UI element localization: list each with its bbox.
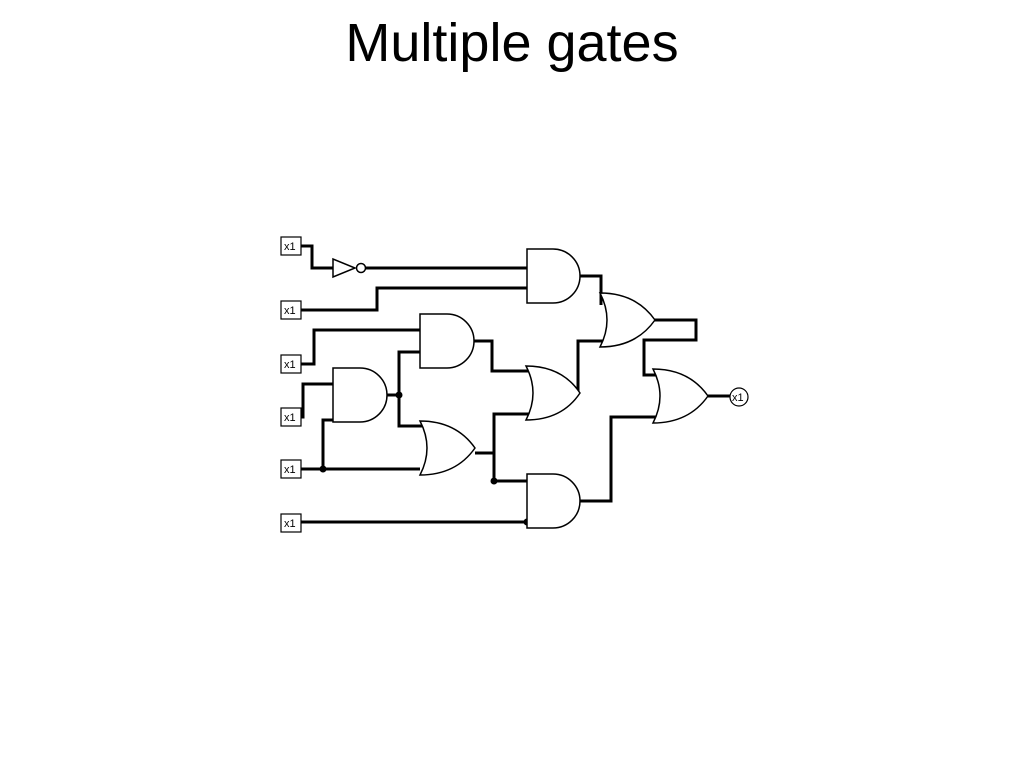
input-6: x1 xyxy=(280,513,302,533)
input-5-label: x1 xyxy=(284,464,296,476)
and-gate-2-icon xyxy=(419,313,475,369)
and-gate-1-icon xyxy=(332,367,388,423)
wire-and1-or1 xyxy=(397,395,422,428)
wire-in2-and4 xyxy=(301,286,527,312)
or-gate-4-icon xyxy=(651,368,709,424)
wire-or2-or3 xyxy=(576,339,603,393)
not-gate-icon xyxy=(332,257,367,279)
wire-and2-or2 xyxy=(474,339,530,373)
wire-and4-or3 xyxy=(580,274,603,305)
input-1-label: x1 xyxy=(284,241,296,253)
input-3: x1 xyxy=(280,354,302,374)
and-gate-4-icon xyxy=(526,248,581,304)
or-gate-1-icon xyxy=(418,420,476,476)
junction-dot xyxy=(319,465,327,473)
wire-in5-and1 xyxy=(321,418,333,469)
wire-in1-not xyxy=(301,244,333,270)
or-gate-2-icon xyxy=(524,365,581,421)
junction-dot xyxy=(490,477,498,485)
or-gate-3-icon xyxy=(598,292,656,348)
wire-and1-and2 xyxy=(397,350,420,395)
output-label: x1 xyxy=(732,392,744,404)
wire-or1-or2 xyxy=(492,412,530,481)
wire-or3-or4 xyxy=(642,318,698,377)
junction-dot xyxy=(395,391,403,399)
slide-title: Multiple gates xyxy=(345,13,679,73)
input-5: x1 xyxy=(280,459,302,479)
input-3-label: x1 xyxy=(284,359,296,371)
wire-in4-and1 xyxy=(301,382,333,419)
wires xyxy=(301,244,730,524)
input-2-label: x1 xyxy=(284,305,296,317)
wire-or1-out xyxy=(475,451,496,481)
input-1: x1 xyxy=(280,236,302,256)
wire-in3-and2 xyxy=(301,328,420,366)
and-gate-3-icon xyxy=(526,473,581,529)
input-2: x1 xyxy=(280,300,302,320)
output-node: x1 xyxy=(729,387,749,407)
input-6-label: x1 xyxy=(284,518,296,530)
input-4: x1 xyxy=(280,407,302,427)
wire-and3-or4 xyxy=(580,415,658,503)
input-4-label: x1 xyxy=(284,412,296,424)
